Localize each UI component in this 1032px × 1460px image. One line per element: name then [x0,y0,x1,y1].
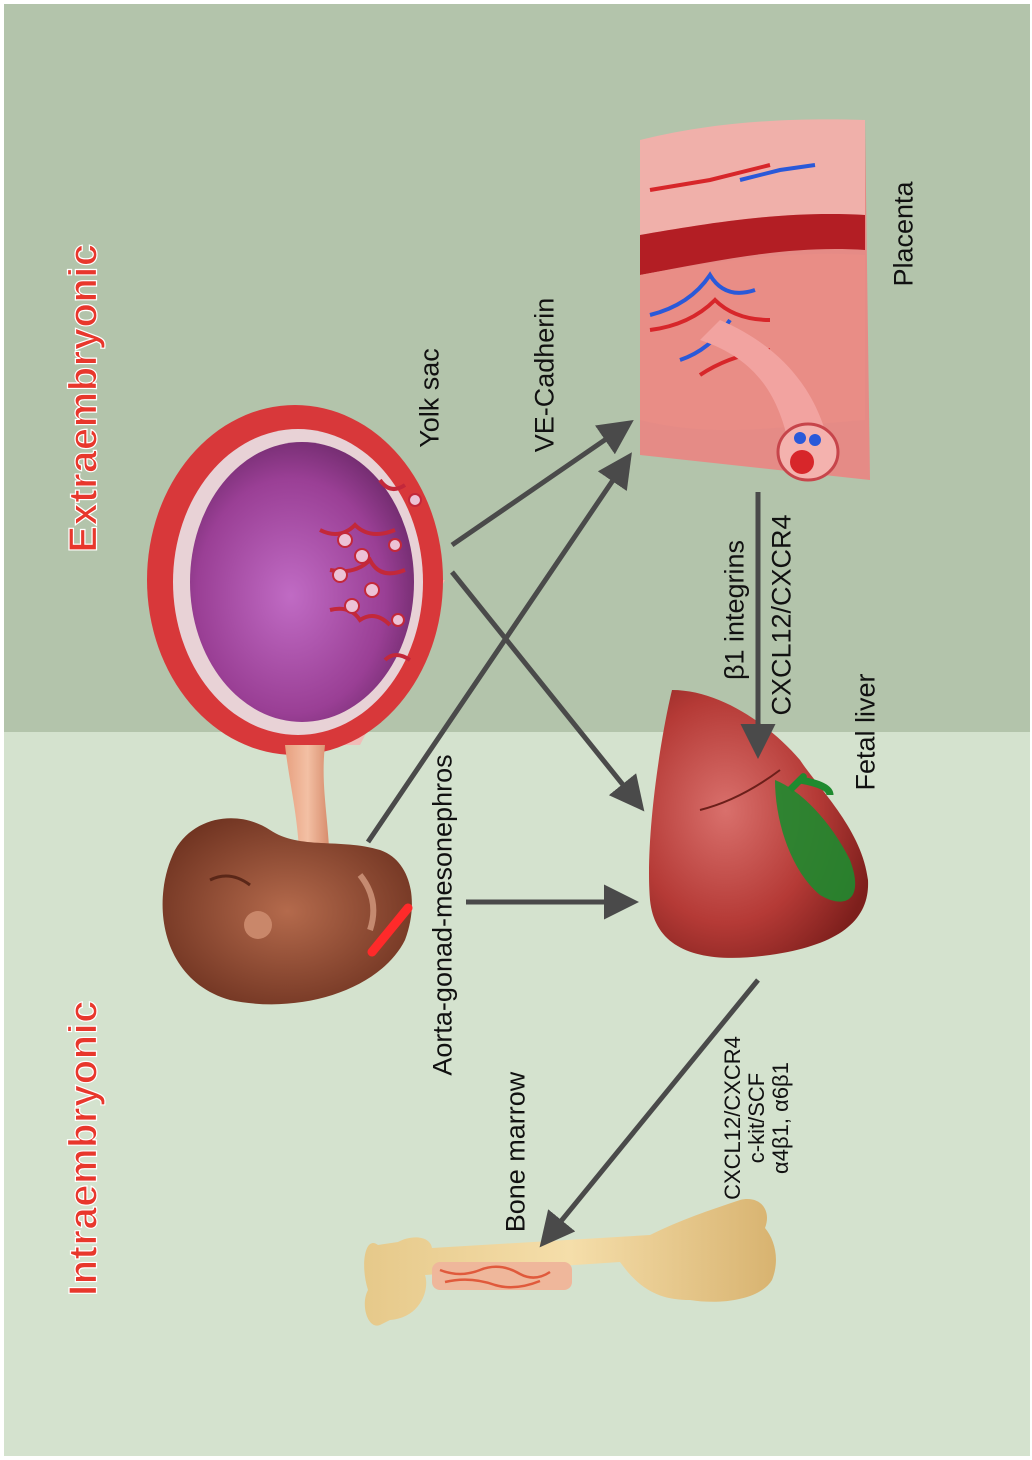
label-yolk-sac: Yolk sac [415,348,446,448]
label-fetal-liver: Fetal liver [851,673,882,790]
region-label-intraembryonic: Intraembryonic [62,1000,107,1296]
label-bone-marrow: Bone marrow [501,1072,532,1233]
label-aorta-gonad-mesonephros: Aorta-gonad-mesonephros [428,754,459,1075]
label-liver-marrow-signals: CXCL12/CXCR4 c-kit/SCF α4β1, α6β1 [721,1036,793,1200]
label-cxcl12-cxcr4-placenta: CXCL12/CXCR4 [767,514,798,715]
label-placenta: Placenta [889,181,920,286]
arrow-yolk-to-liver [452,572,640,806]
bone-illustration [364,1199,776,1326]
region-label-extraembryonic: Extraembryonic [62,243,107,552]
label-ve-cadherin: VE-Cadherin [530,298,561,453]
embryo-illustration [163,818,412,1004]
yolk-sac-illustration [147,405,443,755]
label-beta1-integrins: β1 integrins [720,540,751,680]
label-cxcl12-cxcr4-marrow: CXCL12/CXCR4 [721,1036,745,1200]
placenta-illustration [640,119,870,480]
label-ckit-scf: c-kit/SCF [745,1036,769,1200]
label-integrins-a4b1-a6b1: α4β1, α6β1 [769,1036,793,1200]
